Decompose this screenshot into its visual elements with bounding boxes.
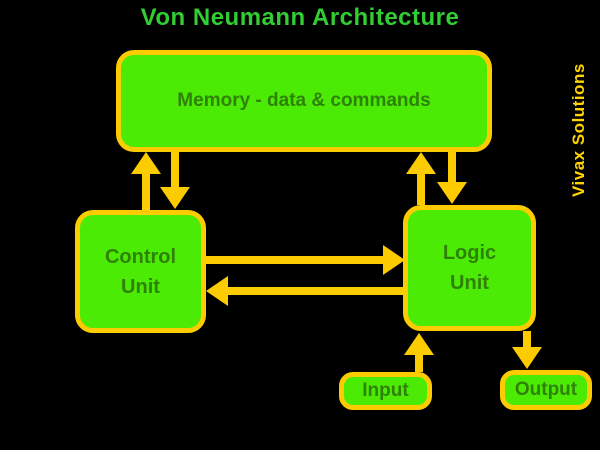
arrow-shaft [523, 331, 531, 348]
arrow-head-left-icon [206, 276, 228, 306]
arrow-head-right-icon [383, 245, 405, 275]
diagram-title: Von Neumann Architecture [140, 4, 460, 31]
node-control-unit-label-line1: Control [104, 245, 177, 268]
arrow-shaft [142, 172, 150, 210]
arrow-shaft [206, 256, 384, 264]
arrow-head-down-icon [437, 182, 467, 204]
arrow-shaft [417, 172, 425, 205]
node-control-unit: Control Unit [75, 210, 206, 333]
arrow-head-up-icon [404, 333, 434, 355]
arrow-head-down-icon [160, 187, 190, 209]
arrow-shaft [171, 152, 179, 188]
node-output: Output [500, 370, 592, 410]
arrow-shaft [228, 287, 404, 295]
arrow-shaft [448, 152, 456, 183]
node-input: Input [339, 372, 432, 410]
node-memory: Memory - data & commands [116, 50, 492, 152]
node-output-label: Output [514, 379, 578, 400]
node-logic-unit-label-line2: Unit [450, 272, 489, 294]
arrow-head-up-icon [406, 152, 436, 174]
node-memory-label: Memory - data & commands [177, 90, 431, 111]
watermark-vivax-solutions: Vivax Solutions [569, 63, 588, 197]
node-control-unit-label-line2: Unit [121, 275, 160, 298]
node-logic-unit: Logic Unit [403, 205, 536, 331]
node-input-label: Input [362, 380, 409, 401]
arrow-head-down-icon [512, 347, 542, 369]
node-logic-unit-label-line1: Logic [442, 242, 497, 264]
arrow-head-up-icon [131, 152, 161, 174]
arrow-shaft [415, 353, 423, 372]
